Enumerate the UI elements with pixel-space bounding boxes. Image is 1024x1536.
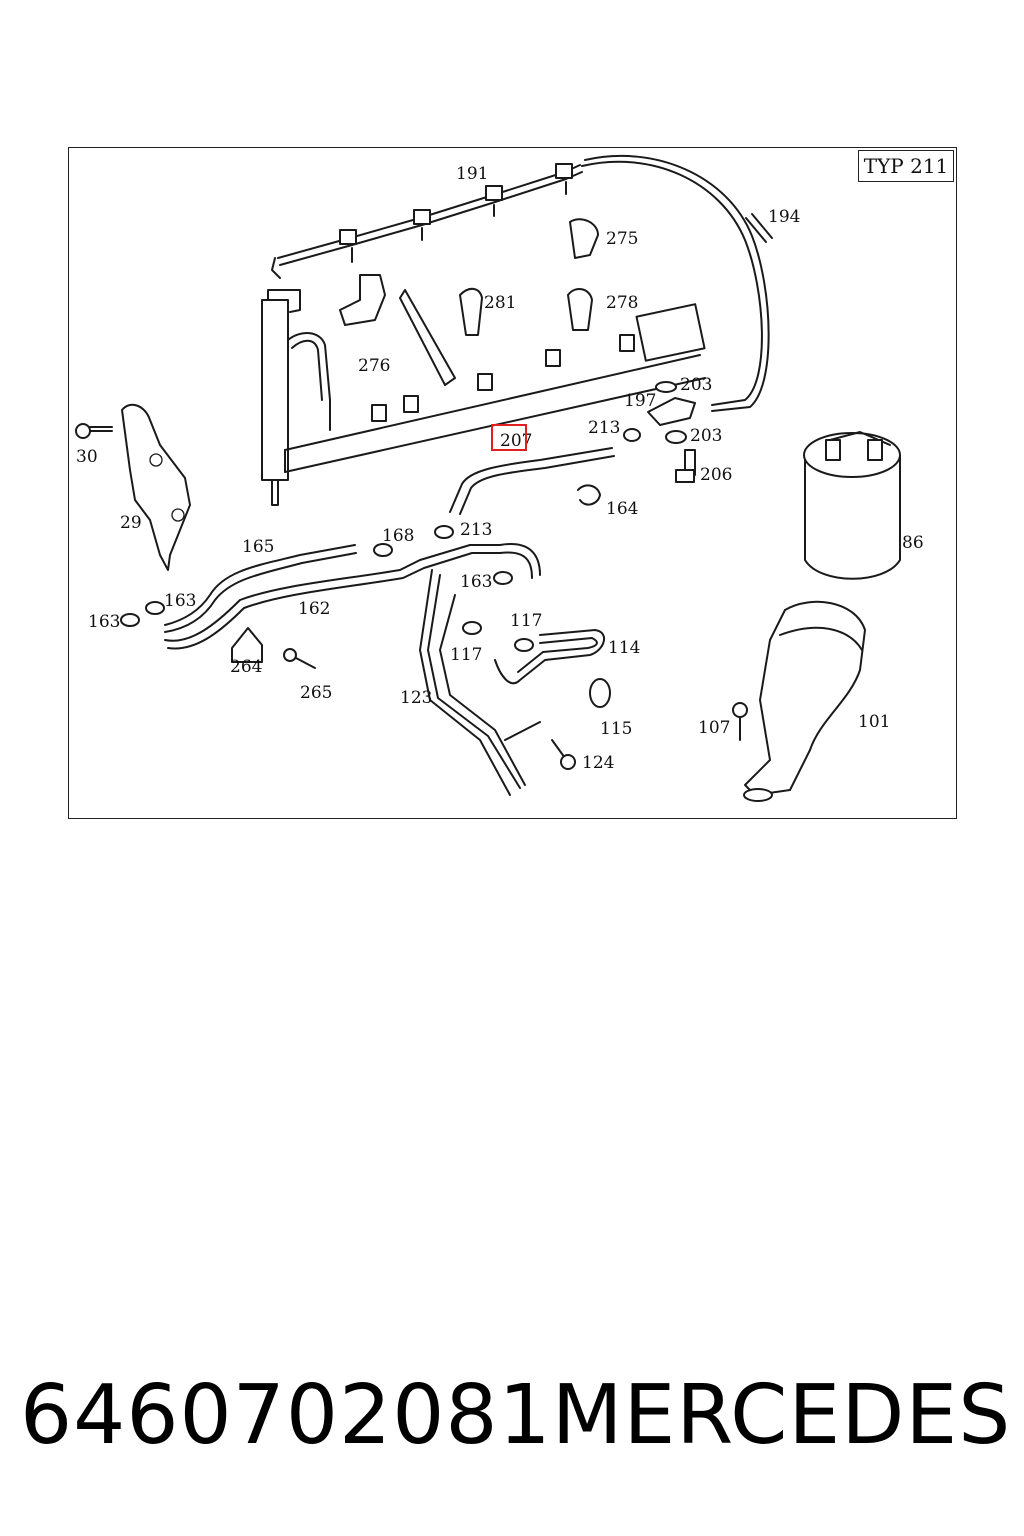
bracket-29 [121, 403, 191, 571]
callout-86: 86 [902, 533, 924, 553]
callout-168: 168 [382, 526, 414, 546]
leakoff-line-191 [271, 163, 583, 279]
callout-162: 162 [298, 599, 330, 619]
clips-group [339, 218, 599, 386]
bolt-124 [551, 739, 576, 770]
callout-191: 191 [456, 164, 488, 184]
callout-194: 194 [768, 207, 800, 227]
bolt-30 [75, 423, 113, 439]
callout-123: 123 [400, 688, 432, 708]
callout-265: 265 [300, 683, 332, 703]
clamp-164 [577, 484, 601, 506]
callout-114: 114 [608, 638, 640, 658]
callout-107: 107 [698, 718, 730, 738]
mount-115 [589, 678, 611, 708]
callout-163-right: 163 [460, 572, 492, 592]
pin-194 [745, 217, 767, 243]
callout-101: 101 [858, 712, 890, 732]
callout-276: 276 [358, 356, 390, 376]
hose-clamps [120, 525, 513, 627]
callout-165: 165 [242, 537, 274, 557]
filter-bracket-101 [743, 600, 866, 802]
return-hose [581, 160, 763, 406]
callout-207: 207 [500, 431, 532, 451]
fitting-197 [647, 381, 696, 483]
part-number: 6460702081 [20, 1367, 552, 1463]
injector [261, 289, 331, 506]
callout-164: 164 [606, 499, 638, 519]
callout-281: 281 [484, 293, 516, 313]
callout-206: 206 [700, 465, 732, 485]
hose-114 [462, 621, 605, 685]
callout-203-top: 203 [680, 375, 712, 395]
bracket-264 [231, 627, 263, 663]
type-label: TYP 211 [858, 150, 954, 182]
fuel-line-123 [419, 569, 541, 796]
bolt-265 [283, 648, 316, 669]
callout-115: 115 [600, 719, 632, 739]
hose-207 [449, 447, 613, 513]
callout-30: 30 [76, 447, 98, 467]
fuel-filter-86 [803, 431, 901, 580]
callout-163-middle: 163 [164, 591, 196, 611]
callout-213-middle: 213 [460, 520, 492, 540]
fuel-lines-162-165 [164, 543, 541, 650]
callout-124: 124 [582, 753, 614, 773]
highlighted-part-box [491, 424, 527, 451]
callout-163-left: 163 [88, 612, 120, 632]
bolt-107 [732, 702, 748, 741]
callout-29: 29 [120, 513, 142, 533]
callout-264: 264 [230, 657, 262, 677]
footer-caption: 6460702081 MERCEDES [20, 1365, 1010, 1465]
brand-name: MERCEDES [551, 1367, 1012, 1463]
callout-278: 278 [606, 293, 638, 313]
callout-213-top: 213 [588, 418, 620, 438]
clamp-213a [623, 428, 641, 442]
callout-117-top: 117 [510, 611, 542, 631]
callout-197: 197 [624, 391, 656, 411]
callout-203-bottom: 203 [690, 426, 722, 446]
callout-117-bottom: 117 [450, 645, 482, 665]
callout-275: 275 [606, 229, 638, 249]
